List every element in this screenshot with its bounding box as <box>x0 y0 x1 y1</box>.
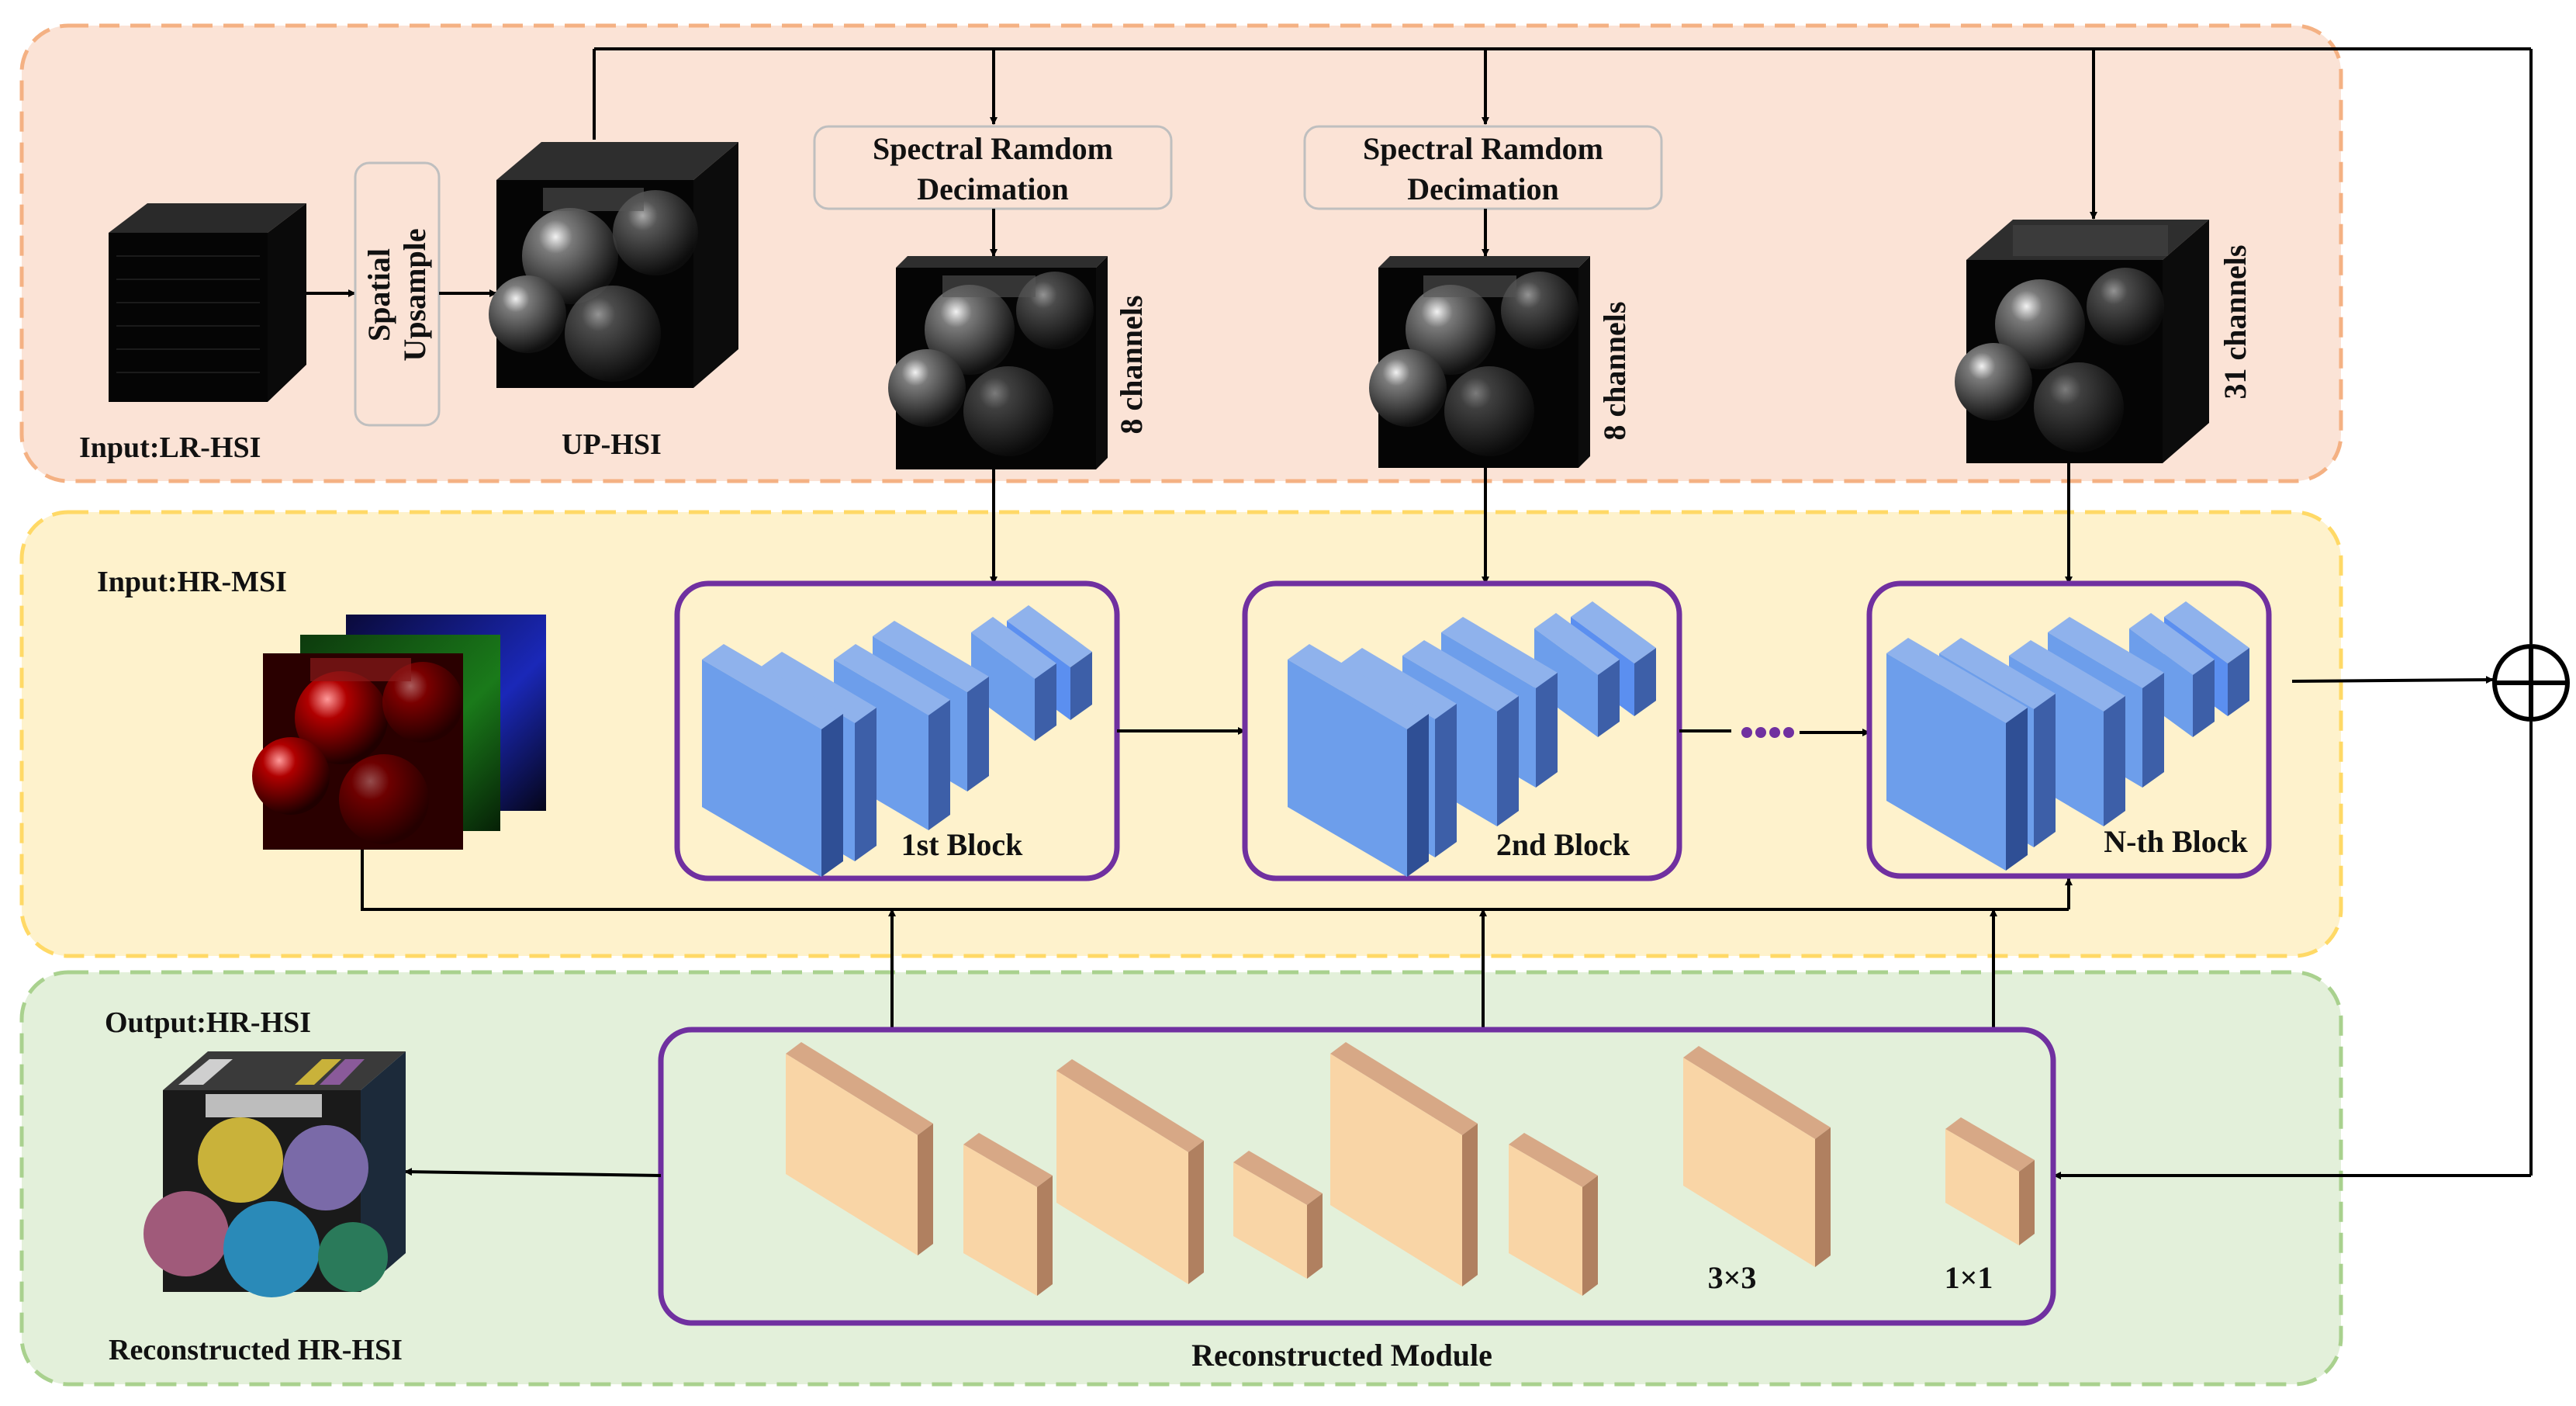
hr-msi-stack <box>252 615 546 850</box>
reconstructed-conv-stack <box>786 1042 2035 1296</box>
input-hr-msi-label: Input:HR-MSI <box>97 566 287 598</box>
channels-3-label: 31 channels <box>2218 245 2253 400</box>
kernel-1x1-label: 1×1 <box>1945 1260 1993 1295</box>
spatial-upsample-label-1: Spatial <box>361 248 396 341</box>
spatial-upsample-label-2: Upsample <box>397 228 432 361</box>
block-1-label: 1st Block <box>901 827 1023 862</box>
arrow-blockn-to-sum <box>2291 676 2494 684</box>
up-hsi-cube <box>489 142 738 388</box>
spectral-decimation-2-line1: Spectral Ramdom <box>1363 131 1603 166</box>
kernel-3x3-label: 3×3 <box>1708 1260 1757 1295</box>
spectral-decimation-box-2 <box>1303 125 1663 210</box>
lr-hsi-cube <box>109 203 306 402</box>
block-2-label: 2nd Block <box>1496 827 1630 862</box>
input-lr-hsi-label: Input:LR-HSI <box>79 431 261 464</box>
panel-middle <box>19 510 2343 958</box>
output-hr-hsi-label: Output:HR-HSI <box>105 1006 311 1039</box>
skip-connection-lines <box>593 47 2533 1179</box>
output-hr-hsi-cube <box>143 1051 406 1297</box>
msi-skip-line <box>361 850 2069 911</box>
block-n-conv-stack <box>1886 601 2249 871</box>
block-2-conv-stack <box>1288 601 1656 877</box>
reconstructed-hr-hsi-label: Reconstructed HR-HSI <box>109 1334 403 1366</box>
arrow-module-to-output <box>404 1168 662 1177</box>
spectral-decimation-1-line1: Spectral Ramdom <box>873 131 1113 166</box>
channels-cube-3 <box>1955 220 2209 463</box>
up-hsi-label: UP-HSI <box>562 428 662 461</box>
module-feed-lines <box>888 909 1997 1030</box>
spectral-decimation-2-line2: Decimation <box>1407 171 1559 206</box>
spectral-decimation-1-line2: Decimation <box>917 171 1069 206</box>
reconstructed-module-label: Reconstructed Module <box>1191 1338 1492 1373</box>
block-1-conv-stack <box>702 605 1092 877</box>
channels-1-label: 8 channels <box>1114 296 1149 435</box>
channels-cube-1 <box>888 256 1108 469</box>
circle-plus-icon <box>2492 644 2570 722</box>
channels-cube-2 <box>1369 256 1590 468</box>
dots-icon <box>1741 727 1794 738</box>
block-n-label: N-th Block <box>2104 824 2248 859</box>
channels-2-label: 8 channels <box>1597 302 1632 441</box>
